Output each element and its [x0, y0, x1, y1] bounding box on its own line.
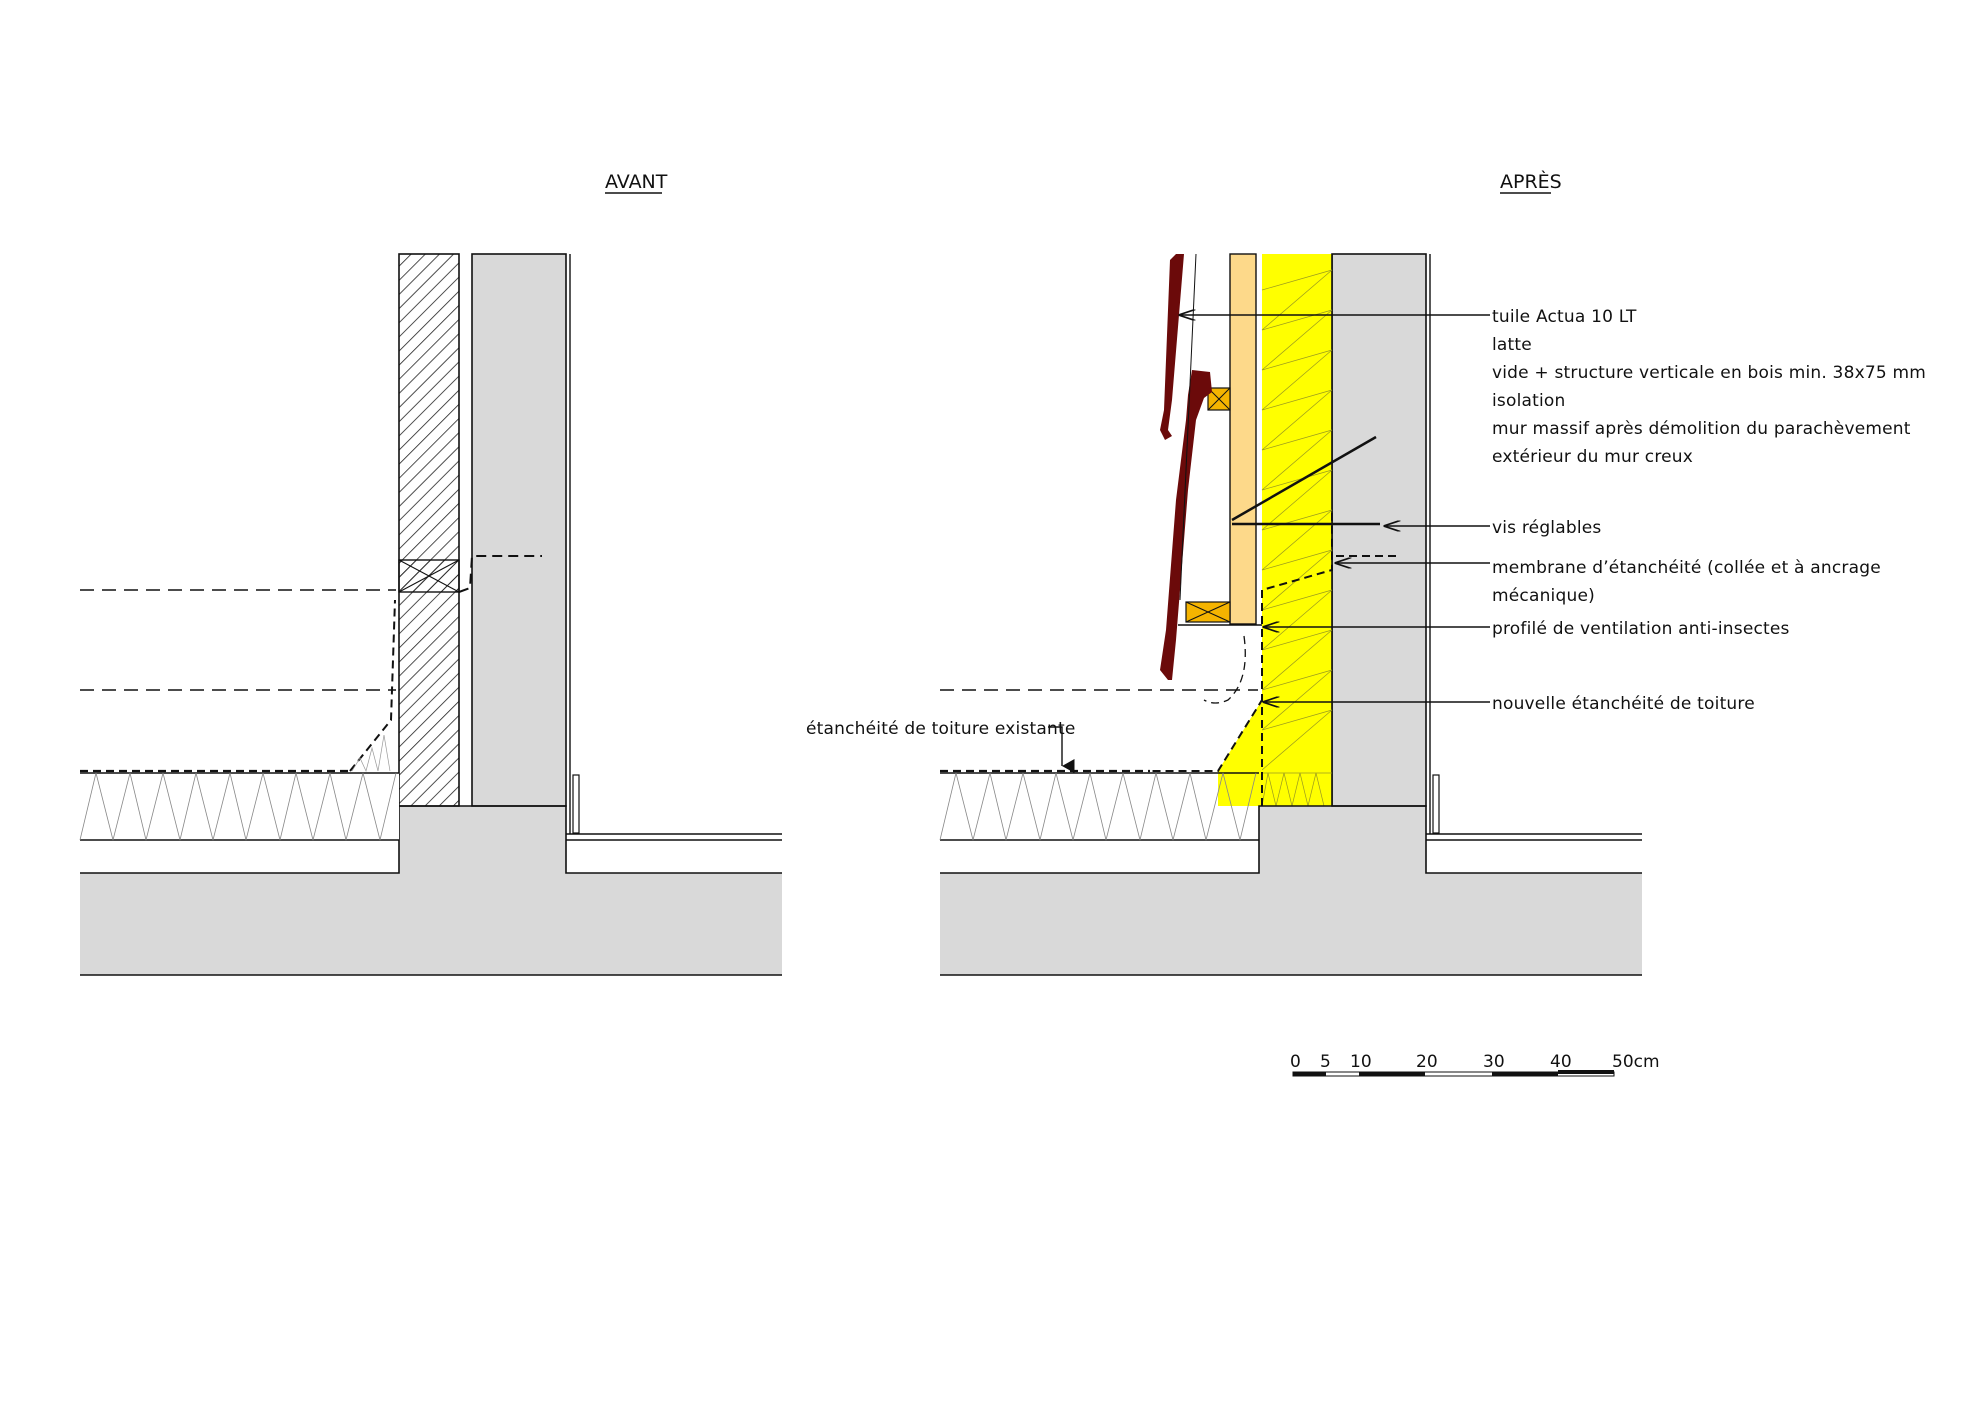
label-new-roofing: nouvelle étanchéité de toiture: [1492, 694, 1755, 714]
label-membrane-1: membrane d’étanchéité (collée et à ancra…: [1492, 558, 1881, 578]
leader-lines: [1048, 315, 1490, 773]
label-batten: latte: [1492, 335, 1532, 355]
scale-bar: 0 5 10 20 30 40 50cm: [1290, 1052, 1660, 1077]
svg-text:50cm: 50cm: [1612, 1052, 1660, 1072]
annotation-labels: tuile Actua 10 LT latte vide + structure…: [806, 307, 1926, 739]
svg-text:0: 0: [1290, 1052, 1301, 1072]
label-wall-1: mur massif après démolition du parachève…: [1492, 419, 1911, 439]
svg-text:AVANT: AVANT: [605, 171, 668, 193]
label-membrane-2: mécanique): [1492, 586, 1595, 606]
label-insulation: isolation: [1492, 391, 1566, 411]
svg-text:APRÈS: APRÈS: [1500, 170, 1562, 193]
svg-text:20: 20: [1416, 1052, 1438, 1072]
after-section: [939, 253, 1642, 976]
svg-text:30: 30: [1483, 1052, 1505, 1072]
label-tile: tuile Actua 10 LT: [1492, 307, 1637, 327]
title-before: AVANT: [605, 171, 668, 194]
label-wall-2: extérieur du mur creux: [1492, 447, 1693, 467]
svg-text:5: 5: [1320, 1052, 1331, 1072]
svg-text:10: 10: [1350, 1052, 1372, 1072]
before-section: [79, 253, 782, 976]
label-existing-roofing: étanchéité de toiture existante: [806, 719, 1076, 739]
svg-text:40: 40: [1550, 1052, 1572, 1072]
label-cavity: vide + structure verticale en bois min. …: [1492, 363, 1926, 383]
title-after: APRÈS: [1500, 170, 1562, 194]
label-vent-profile: profilé de ventilation anti-insectes: [1492, 619, 1790, 639]
label-screws: vis réglables: [1492, 518, 1601, 538]
